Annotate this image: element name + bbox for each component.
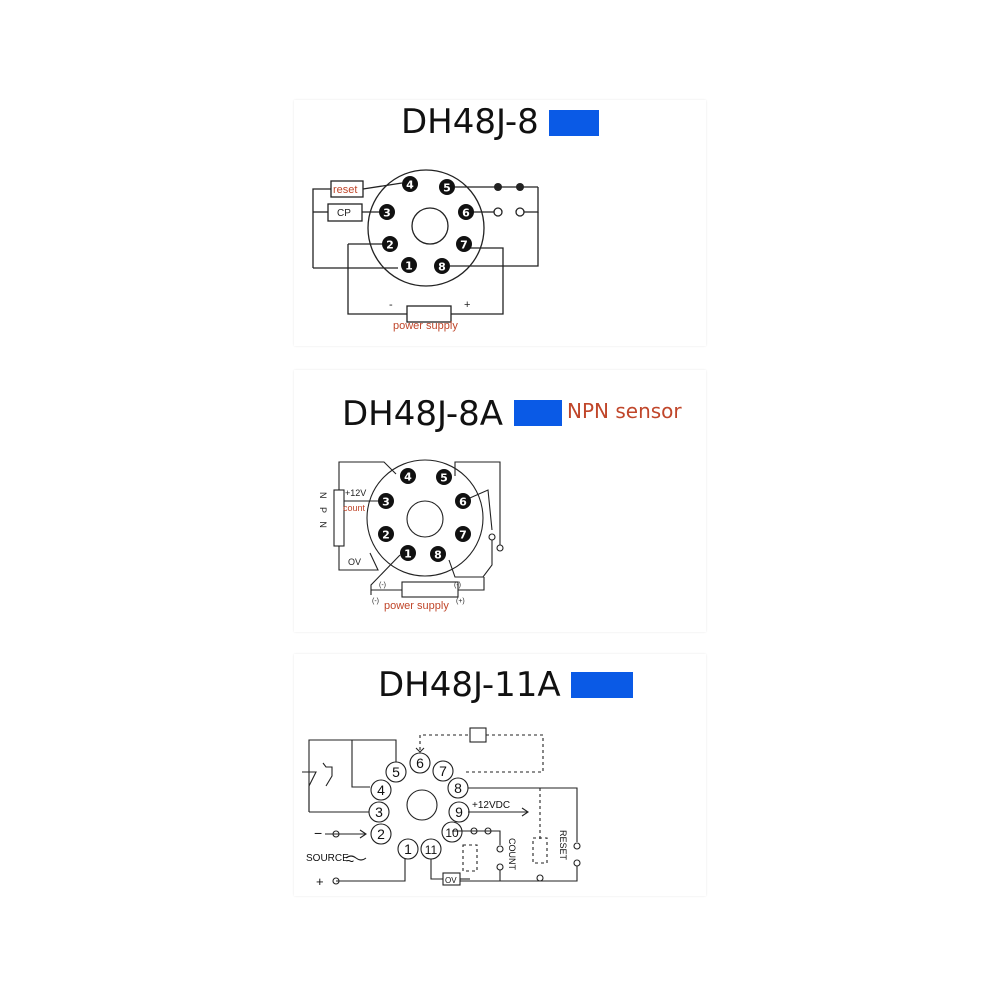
pin-1: 1 <box>400 545 416 561</box>
count-vertical-label: COUNT <box>507 838 517 870</box>
v12-label: +12V <box>345 488 366 498</box>
pos-right-label: (-) <box>454 582 461 589</box>
plus-label: + <box>464 299 470 311</box>
pin-label: 7 <box>460 239 468 252</box>
color-swatch <box>571 672 633 698</box>
pin-6: 6 <box>455 493 471 509</box>
minus-label: - <box>389 299 393 311</box>
pin-2: 2 <box>378 526 394 542</box>
reset-label: reset <box>333 184 357 196</box>
pin-5-label: 5 <box>392 764 400 780</box>
power-supply-label: power supply <box>384 600 449 612</box>
wire-supply-minus <box>347 244 407 315</box>
neg-bottom-label: (-) <box>372 598 379 605</box>
socket-pins: 4 5 3 6 2 7 1 8 <box>378 468 471 562</box>
pin-label: 7 <box>459 529 467 542</box>
pin-6-label: 6 <box>416 755 424 771</box>
socket-outline <box>367 169 485 287</box>
socket-key-hole <box>411 207 449 245</box>
pin-8: 8 <box>430 546 446 562</box>
pin-7: 7 <box>455 526 471 542</box>
pin-5: 5 <box>436 469 452 485</box>
pin-3: 3 <box>378 493 394 509</box>
ov-label: OV <box>445 876 457 885</box>
pin-7-label: 7 <box>439 763 447 779</box>
relay-coil <box>469 727 487 743</box>
pin-3: 3 <box>379 204 395 220</box>
pin-11-label: 11 <box>425 843 438 857</box>
pin-label: 5 <box>440 472 448 485</box>
npn-vertical-label: N P N <box>318 492 328 531</box>
pos-bottom-label: (+) <box>456 598 465 605</box>
ov-label: OV <box>348 557 361 567</box>
pin-label: 2 <box>386 239 394 252</box>
ac-symbol: ~ <box>346 853 354 869</box>
socket-key-hole <box>406 500 444 538</box>
socket-key-hole <box>406 789 438 821</box>
pin-label: 2 <box>382 529 390 542</box>
minus-label: − <box>314 825 322 841</box>
wire-supply-plus <box>451 247 504 315</box>
pin-1: 1 <box>401 257 417 273</box>
pin-label: 1 <box>405 260 413 273</box>
source-label: SOURCE <box>306 853 349 864</box>
color-swatch <box>549 110 599 136</box>
pin-1-label: 1 <box>404 841 412 857</box>
cp-label: CP <box>337 208 351 219</box>
count-label: count <box>343 503 366 513</box>
pin-label: 4 <box>406 179 414 192</box>
pin-label: 5 <box>443 182 451 195</box>
pin-label: 4 <box>404 471 412 484</box>
pin-3-label: 3 <box>375 804 383 820</box>
pin-4: 4 <box>400 468 416 484</box>
pin-label: 6 <box>462 207 470 220</box>
panel-title-dh48j-11a: DH48J-11A <box>378 665 561 705</box>
socket-outline <box>366 459 484 577</box>
panel-title-dh48j-8a: DH48J-8A <box>342 394 503 434</box>
pin-4-label: 4 <box>377 782 385 798</box>
vdc-label: +12VDC <box>472 800 510 811</box>
pin-label: 8 <box>438 261 446 274</box>
pin-label: 3 <box>382 496 390 509</box>
pin-6: 6 <box>458 204 474 220</box>
pin-5: 5 <box>439 179 455 195</box>
wire-reset <box>312 188 331 268</box>
pin-7: 7 <box>456 236 472 252</box>
pin-label: 6 <box>459 496 467 509</box>
reset-vertical-label: RESET <box>558 830 568 861</box>
diagram-panel-dh48j-11a <box>294 654 706 896</box>
socket-pins-11 <box>368 752 470 860</box>
power-supply-label: power supply <box>393 320 458 332</box>
plus-label: + <box>316 874 324 889</box>
pin-9-label: 9 <box>455 804 463 820</box>
pin-8-label: 8 <box>454 780 462 796</box>
diagram-panel-dh48j-8 <box>294 100 706 346</box>
wire-pin8 <box>450 212 539 267</box>
color-swatch <box>514 400 562 426</box>
pin-4: 4 <box>402 176 418 192</box>
panel-subtitle-npn-sensor: NPN sensor <box>567 399 682 423</box>
pin-label: 3 <box>383 207 391 220</box>
panel-title-dh48j-8: DH48J-8 <box>401 102 539 142</box>
neg-left-label: (-) <box>379 582 386 589</box>
pin-label: 8 <box>434 549 442 562</box>
pin-2: 2 <box>382 236 398 252</box>
socket-pins: 4 5 3 6 2 7 1 8 <box>379 176 474 274</box>
pin-8: 8 <box>434 258 450 274</box>
pin-10-label: 10 <box>445 826 459 840</box>
pin-label: 1 <box>404 548 412 561</box>
pin-2-label: 2 <box>377 826 385 842</box>
